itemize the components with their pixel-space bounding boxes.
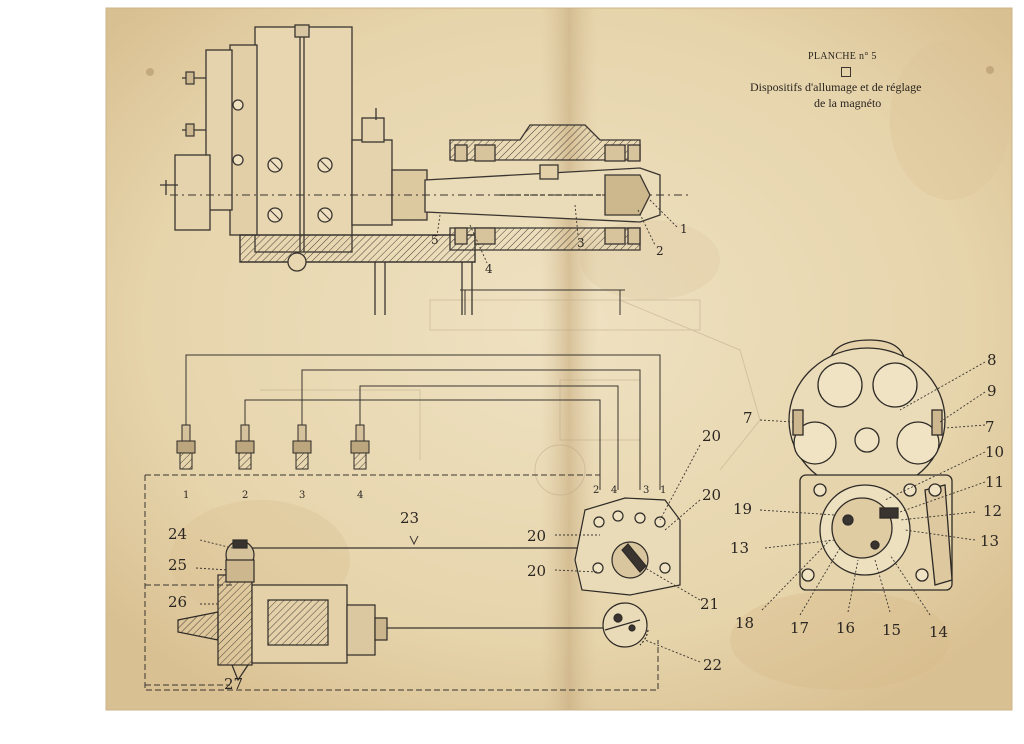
plate-label: PLANCHE n° 5 bbox=[808, 51, 877, 62]
callout-9: 9 bbox=[987, 382, 997, 400]
top-callouts: 1 2 3 4 5 bbox=[431, 222, 688, 276]
svg-text:1: 1 bbox=[660, 485, 666, 496]
left-callouts: 23 24 25 26 27 bbox=[168, 509, 419, 693]
callout-1: 1 bbox=[680, 222, 688, 236]
left-leaders bbox=[195, 539, 233, 605]
middle-leaders bbox=[554, 444, 701, 663]
spark-plug-label: 4 bbox=[357, 490, 363, 501]
callout-23: 23 bbox=[400, 509, 419, 527]
spark-plug-1 bbox=[176, 424, 196, 470]
callout-16: 16 bbox=[836, 619, 855, 637]
spark-plug-label: 2 bbox=[242, 490, 248, 501]
svg-text:3: 3 bbox=[643, 485, 649, 496]
middle-callouts: 20 20 20 20 21 22 bbox=[527, 427, 722, 674]
callout-27: 27 bbox=[224, 675, 243, 693]
callout-8: 8 bbox=[987, 351, 997, 369]
callout-15: 15 bbox=[882, 621, 901, 639]
coil-assembly bbox=[177, 539, 388, 682]
callout-24: 24 bbox=[168, 525, 187, 543]
svg-text:2: 2 bbox=[593, 485, 599, 496]
callout-4: 4 bbox=[485, 262, 493, 276]
top-leaders bbox=[436, 199, 679, 264]
callout-7-left: 7 bbox=[743, 409, 753, 427]
spark-plugs bbox=[176, 424, 370, 470]
callout-21: 21 bbox=[700, 595, 719, 613]
magneto-front-view bbox=[788, 339, 953, 591]
callout-22: 22 bbox=[703, 656, 722, 674]
callout-7-right: 7 bbox=[985, 418, 995, 436]
callout-20a: 20 bbox=[702, 427, 721, 445]
bleed-through bbox=[260, 299, 761, 496]
right-callouts: 7 7 8 9 10 11 12 13 13 14 15 16 17 18 19 bbox=[730, 351, 1004, 641]
callout-18: 18 bbox=[735, 614, 754, 632]
callout-20b: 20 bbox=[702, 486, 721, 504]
callout-13-right: 13 bbox=[980, 532, 999, 550]
plate-emblem bbox=[841, 67, 851, 77]
contact-breaker bbox=[602, 602, 649, 648]
callout-3: 3 bbox=[577, 236, 585, 250]
callout-10: 10 bbox=[985, 443, 1004, 461]
distributor-terminal-labels: 2 4 3 1 bbox=[593, 485, 666, 496]
callout-17: 17 bbox=[790, 619, 809, 637]
right-leaders bbox=[759, 361, 986, 616]
callout-13-left: 13 bbox=[730, 539, 749, 557]
callout-11: 11 bbox=[985, 473, 1004, 491]
plate-title-line1: Dispositifs d'allumage et de réglage bbox=[750, 80, 922, 94]
spark-plug-label: 3 bbox=[299, 490, 305, 501]
callout-12: 12 bbox=[983, 502, 1002, 520]
spark-plug-label: 1 bbox=[183, 490, 189, 501]
distributor bbox=[574, 497, 681, 596]
callout-2: 2 bbox=[656, 244, 664, 258]
spark-plug-labels: 1 2 3 4 bbox=[183, 490, 363, 501]
svg-text:4: 4 bbox=[611, 485, 617, 496]
callout-26: 26 bbox=[168, 593, 187, 611]
ignition-wiring bbox=[144, 354, 661, 691]
plate-title-line2: de la magnéto bbox=[814, 96, 882, 110]
spark-plug-4 bbox=[350, 424, 370, 470]
spark-plug-3 bbox=[292, 424, 312, 470]
callout-5: 5 bbox=[431, 233, 439, 247]
callout-25: 25 bbox=[168, 556, 187, 574]
magneto-drive-assembly bbox=[160, 24, 690, 315]
callout-20c: 20 bbox=[527, 527, 546, 545]
callout-14: 14 bbox=[929, 623, 948, 641]
spark-plug-2 bbox=[235, 424, 255, 470]
callout-20d: 20 bbox=[527, 562, 546, 580]
callout-19: 19 bbox=[733, 500, 752, 518]
